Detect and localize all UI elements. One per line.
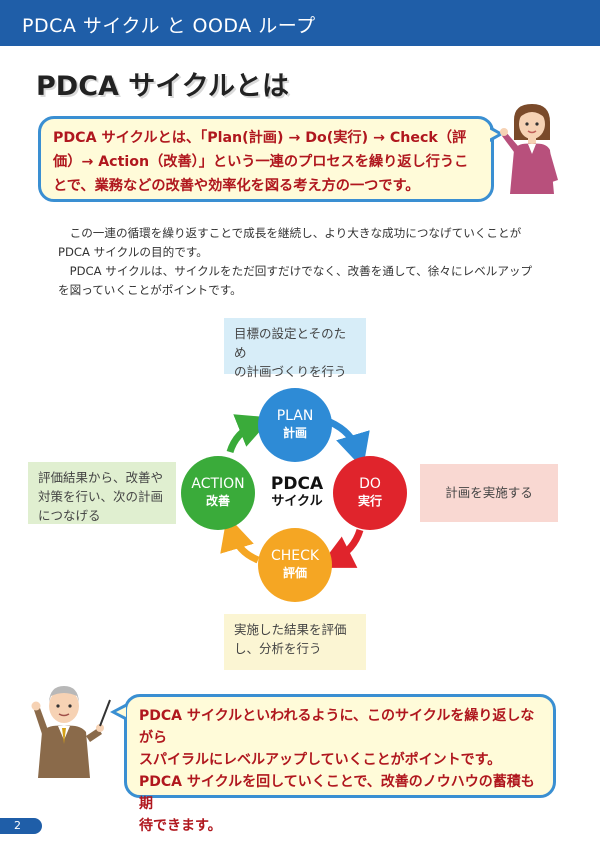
action-note-line-2: 対策を行い、次の計画 [38,489,164,504]
do-label-jp: 実行 [357,494,382,508]
action-label-en: ACTION [191,476,245,492]
body-paragraph-1: この一連の循環を繰り返すことで成長を継続し、より大きな成功につなげていくことが … [58,226,522,259]
plan-label: PLAN 計画 [250,408,340,442]
page-number-badge [0,818,42,834]
pdca-cycle-diagram [181,388,407,602]
do-circle [333,456,407,530]
action-circle [181,456,255,530]
summary-bubble-tail-inner [116,707,126,717]
check-label-en: CHECK [270,548,320,564]
intro-bubble-tail-inner [489,129,498,139]
intro-bubble: PDCA サイクルとは、「Plan(計画) → Do(実行) → Check（評… [38,116,494,202]
action-note-line-1: 評価結果から、改善や [38,470,164,485]
cycle-center-jp: サイクル [271,494,323,509]
check-label-jp: 評価 [282,566,307,580]
check-circle [258,528,332,602]
body-paragraph-2: PDCA サイクルは、サイクルをただ回すだけでなく、改善を通して、徐々にレベルア… [58,264,533,297]
plan-circle [258,388,332,462]
do-to-check-arrow [318,528,364,568]
man-pointer-illustration [31,686,111,778]
intro-line-2: 価）→ Action（改善）」という一連のプロセスを繰り返し行うこ [53,154,469,170]
plan-note-line-2: の計画づくりを行う [234,364,347,379]
summary-line-1: PDCA サイクルといわれるように、このサイクルを繰り返しながら [139,708,535,746]
summary-bubble: PDCA サイクルといわれるように、このサイクルを繰り返しながら スパイラルにレ… [124,694,556,834]
plan-label-jp: 計画 [282,426,307,440]
cycle-center-en: PDCA [270,474,324,494]
woman-presenter-illustration [500,104,558,194]
plan-note-line-1: 目標の設定とそのため [234,326,347,360]
body-text: この一連の循環を繰り返すことで成長を継続し、より大きな成功につなげていくことが … [58,224,534,300]
action-note-line-3: につなげる [38,508,101,523]
action-note: 評価結果から、改善や 対策を行い、次の計画 につなげる [28,462,176,524]
do-label-en: DO [359,476,381,492]
check-note-line-2: し、分析を行う [234,641,322,656]
do-note: 計画を実施する [420,464,558,522]
plan-to-do-arrow [328,418,370,469]
action-to-plan-arrow [226,414,273,454]
action-label: ACTION 改善 [173,476,263,510]
summary-line-2: スパイラルにレベルアップしていくことがポイントです。 [139,752,502,768]
page-title: PDCA サイクルとは [36,71,289,102]
cycle-center-label: PDCA サイクル [254,474,340,510]
plan-label-en: PLAN [276,408,314,424]
intro-line-3: とで、業務などの改善や効率化を図る考え方の一つです。 [53,178,420,194]
action-label-jp: 改善 [205,494,230,508]
intro-line-1: PDCA サイクルとは、「Plan(計画) → Do(実行) → Check（評 [53,130,467,146]
do-label: DO 実行 [325,476,415,510]
page-number: 2 [14,819,21,832]
header-bar [0,0,600,46]
summary-line-3: PDCA サイクルを回していくことで、改善のノウハウの蓄積も期 [139,774,535,812]
check-note-line-1: 実施した結果を評価 [234,622,347,637]
check-note: 実施した結果を評価 し、分析を行う [224,614,366,670]
check-to-action-arrow [220,515,260,564]
header-title: PDCA サイクル と OODA ループ [22,15,316,37]
summary-line-4: 待できます。 [139,818,222,834]
check-label: CHECK 評価 [250,548,340,582]
plan-note: 目標の設定とそのため の計画づくりを行う [224,318,366,379]
